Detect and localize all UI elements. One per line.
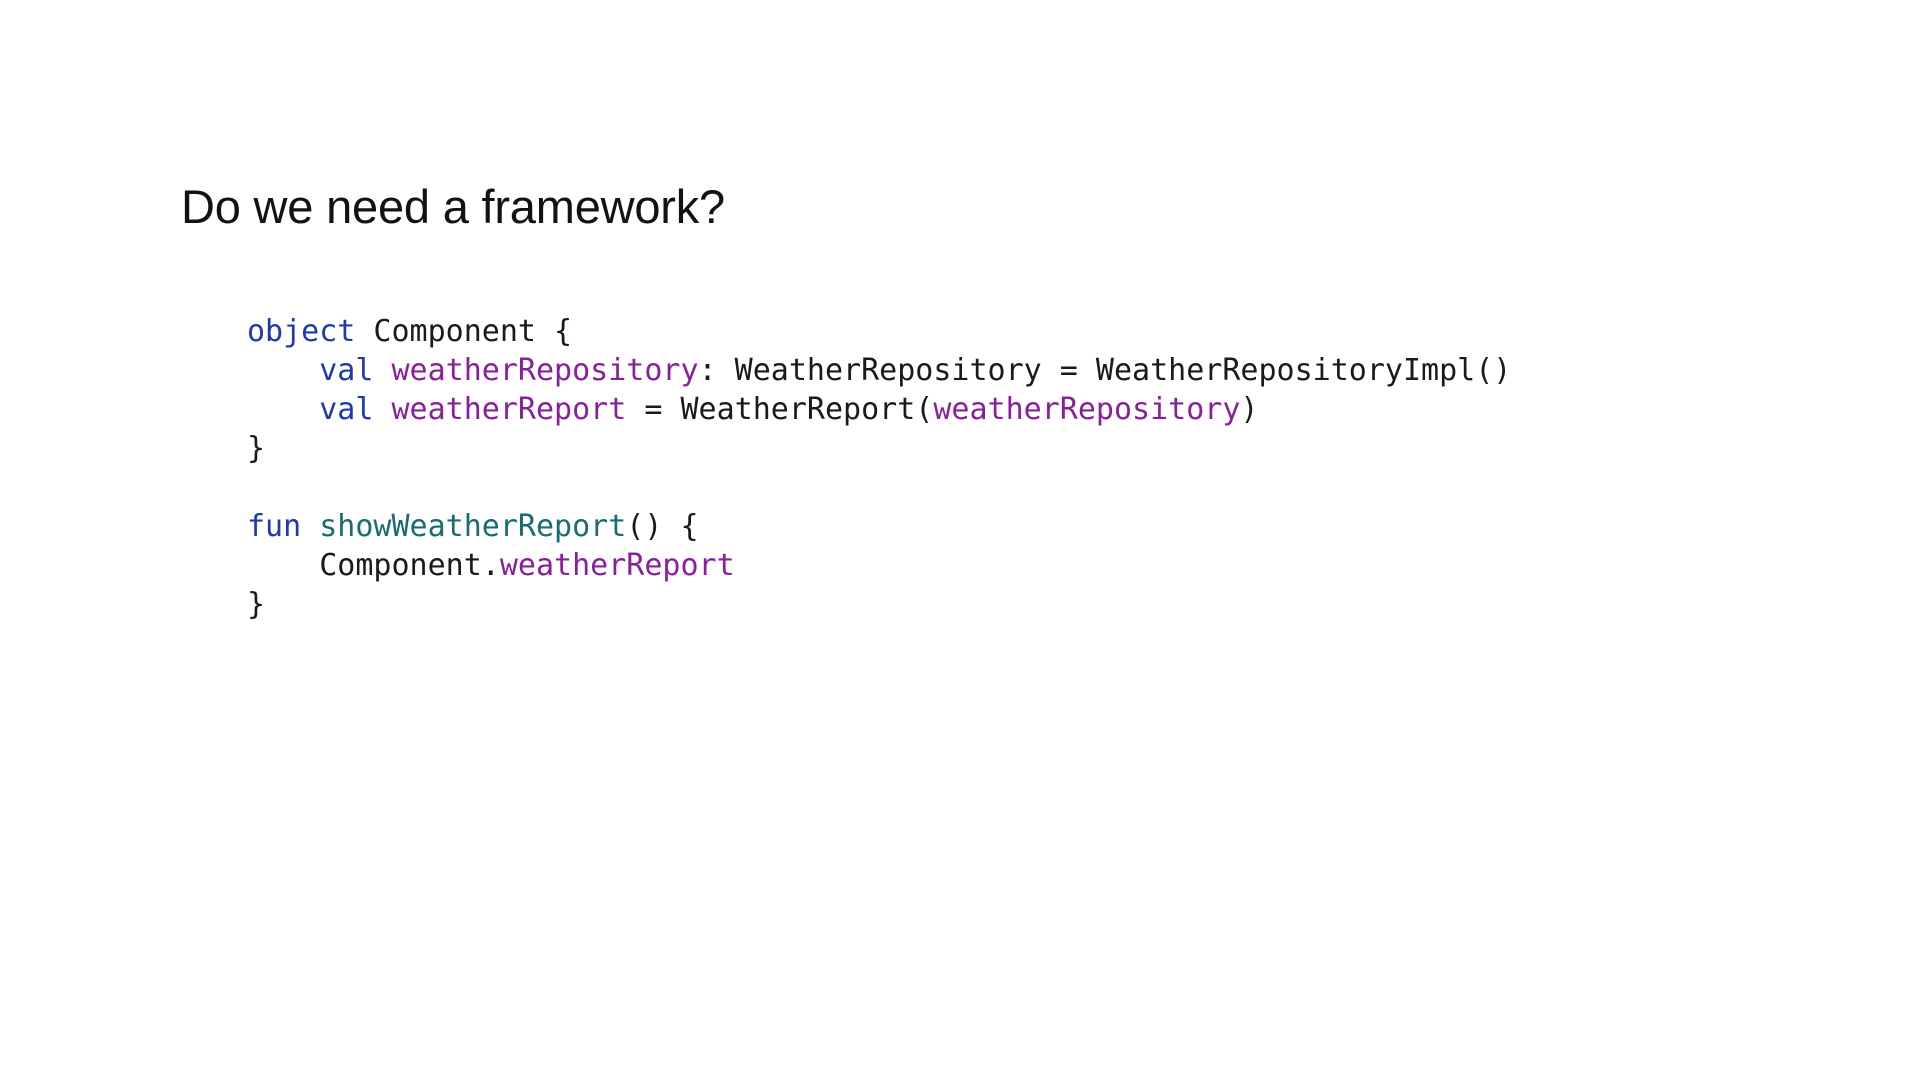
code-line (247, 468, 1511, 507)
code-token-property: weatherRepository (391, 353, 699, 388)
code-token-function: showWeatherReport (319, 509, 627, 544)
code-token-plain (247, 353, 319, 388)
code-token-keyword: fun (247, 509, 302, 544)
code-token-keyword: val (319, 392, 374, 427)
code-line: val weatherRepository: WeatherRepository… (247, 351, 1511, 390)
code-token-plain (373, 392, 391, 427)
code-token-plain (301, 509, 319, 544)
code-token-keyword: object (247, 314, 356, 349)
code-line: } (247, 429, 1511, 468)
code-block: object Component { val weatherRepository… (247, 312, 1511, 624)
code-token-plain: = WeatherReport( (626, 392, 934, 427)
code-token-property: weatherRepository (933, 392, 1241, 427)
code-line: val weatherReport = WeatherReport(weathe… (247, 390, 1511, 429)
code-token-keyword: val (319, 353, 374, 388)
page-title: Do we need a framework? (181, 180, 726, 234)
code-token-plain: Component { (355, 314, 573, 349)
code-token-property: weatherReport (391, 392, 627, 427)
code-token-plain: Component. (247, 548, 500, 583)
code-token-plain (373, 353, 391, 388)
code-token-plain: : WeatherRepository = WeatherRepositoryI… (698, 353, 1512, 388)
code-line: } (247, 585, 1511, 624)
code-token-plain: () { (626, 509, 699, 544)
code-token-plain: ) (1240, 392, 1259, 427)
code-token-property: weatherReport (499, 548, 735, 583)
code-token-plain: } (247, 431, 266, 466)
code-line: object Component { (247, 312, 1511, 351)
code-token-plain (247, 392, 319, 427)
code-line: fun showWeatherReport() { (247, 507, 1511, 546)
code-token-plain: } (247, 587, 266, 622)
code-line: Component.weatherReport (247, 546, 1511, 585)
